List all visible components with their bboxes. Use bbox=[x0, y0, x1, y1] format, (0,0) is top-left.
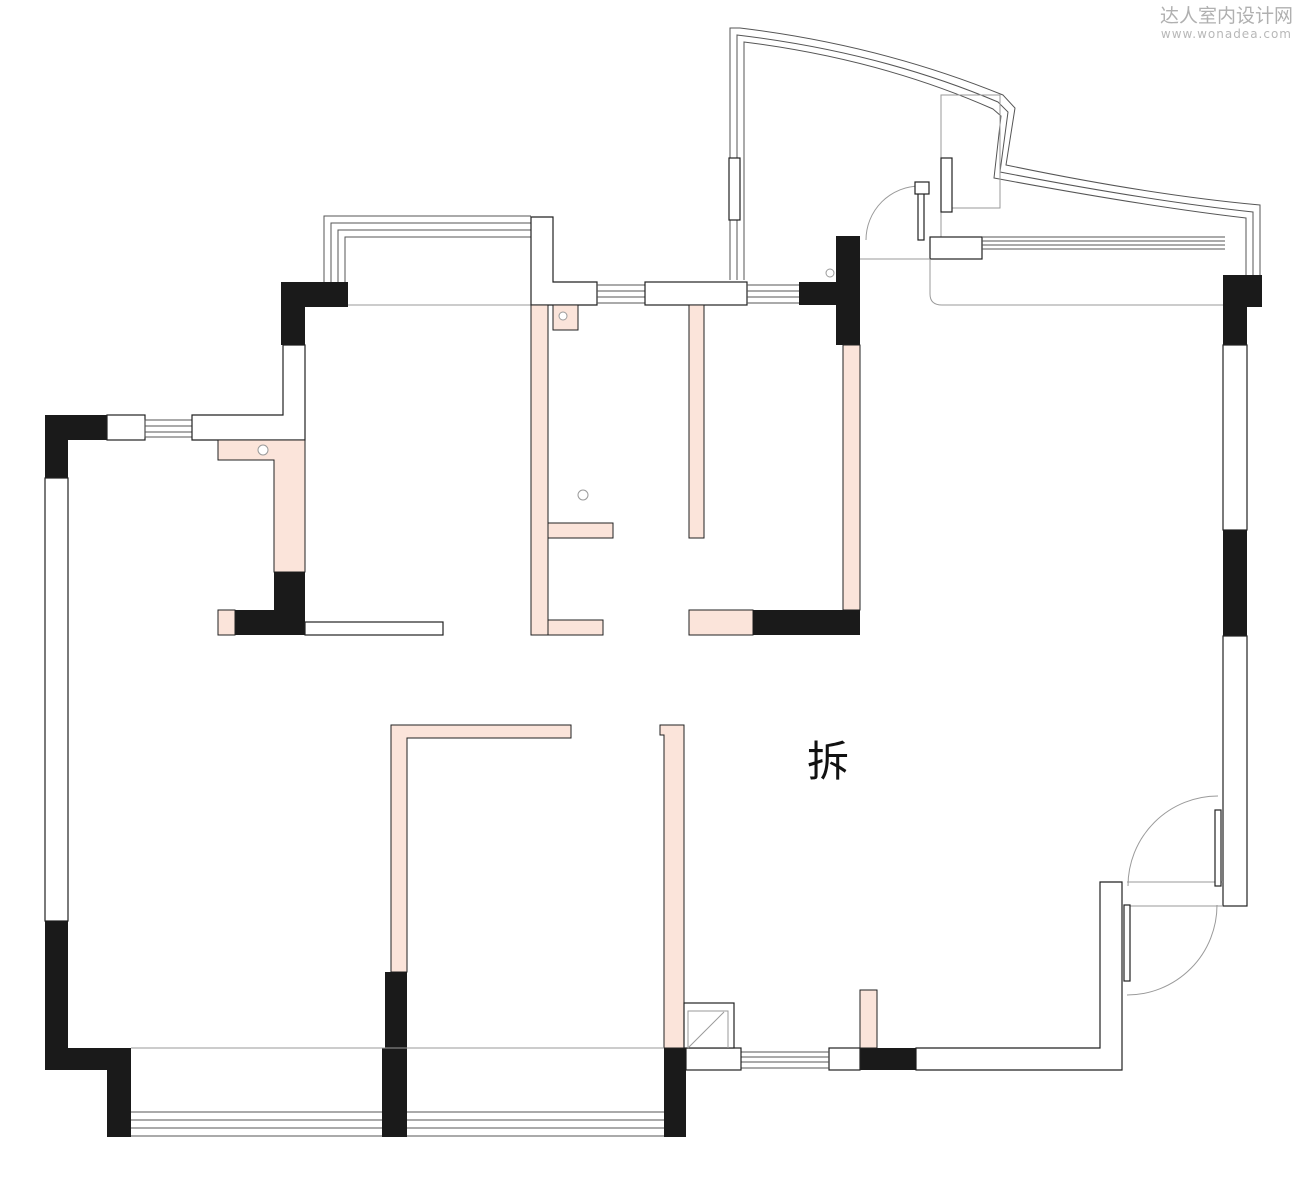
demolish-wall-lower-right bbox=[659, 724, 685, 1049]
partition-right-bottom-corner bbox=[915, 881, 1123, 1071]
demolish-wall-middle-divider bbox=[688, 304, 705, 539]
watermark-name: 达人室内设计网 bbox=[1160, 5, 1293, 27]
bearing-wall-stub bbox=[235, 610, 305, 635]
door-swing-arc bbox=[1127, 795, 1219, 887]
pipe-marker bbox=[825, 268, 835, 278]
balcony-top-right-railing bbox=[729, 27, 1261, 280]
bearing-wall-left-lower bbox=[45, 921, 68, 1070]
demolish-wall-middle-arm bbox=[547, 522, 614, 539]
balcony-window-right bbox=[940, 157, 953, 213]
window-right-upper bbox=[1222, 344, 1248, 531]
bearing-wall-bottom-right bbox=[860, 1048, 916, 1070]
window-bottom-left bbox=[131, 1111, 382, 1137]
bearing-wall-right-top bbox=[1223, 275, 1262, 345]
bearing-wall-middle-right-corner bbox=[799, 236, 860, 345]
door-swing-arc bbox=[865, 185, 921, 241]
demolish-label: 拆 bbox=[807, 737, 849, 786]
shaft-box bbox=[683, 1002, 735, 1049]
shaft-inner bbox=[687, 1010, 729, 1049]
railing-line bbox=[736, 34, 1254, 280]
window-left-tall bbox=[44, 477, 69, 922]
partition-left-room-corner bbox=[191, 344, 306, 441]
double-door-right bbox=[1123, 795, 1222, 996]
partition-middle-header bbox=[644, 281, 748, 306]
demolish-wall-lower-room bbox=[390, 724, 572, 973]
window-frame bbox=[144, 419, 193, 438]
partition-left-top bbox=[106, 414, 146, 441]
demolish-wall-middle-bottom bbox=[547, 619, 604, 636]
bearing-wall-upper-room-corner bbox=[281, 282, 348, 345]
demolish-wall-middle-bottom-right bbox=[688, 609, 754, 636]
demolish-wall-middle-vertical bbox=[530, 304, 549, 636]
door-handle bbox=[914, 181, 930, 195]
floor-drain bbox=[577, 489, 589, 501]
demolish-wall-stub bbox=[217, 609, 236, 636]
demolish-wall-middle-right bbox=[842, 344, 861, 611]
balcony-window-left bbox=[728, 157, 741, 221]
door-swing-arc bbox=[1126, 904, 1218, 996]
watermark-url: www.wonadea.com bbox=[1161, 27, 1292, 41]
window-right-lower bbox=[1222, 635, 1248, 907]
pipe-marker bbox=[257, 444, 269, 456]
partition-bottom-middle bbox=[685, 1047, 742, 1071]
bearing-wall-bottom-left-pier bbox=[107, 1048, 131, 1137]
railing-line bbox=[344, 236, 531, 282]
balcony-upper-left-railing bbox=[323, 215, 531, 282]
partition-balcony-stub bbox=[929, 236, 983, 260]
window-bottom-right bbox=[741, 1051, 829, 1069]
window-left-room-top bbox=[144, 419, 193, 438]
railing-line bbox=[743, 41, 1247, 280]
balcony-floor-edge bbox=[929, 259, 1223, 306]
bearing-wall-bottom-pier-right bbox=[664, 1048, 686, 1137]
balcony-inner-outline bbox=[940, 94, 1001, 209]
window-middle-right bbox=[747, 284, 799, 304]
railing-line bbox=[323, 215, 531, 282]
railing-line bbox=[729, 27, 1261, 280]
bearing-wall-right-pier bbox=[1223, 530, 1247, 636]
bearing-wall-left-corner bbox=[45, 415, 68, 478]
demolish-wall-stub-bottom bbox=[859, 989, 878, 1049]
partition-bottom-stub bbox=[828, 1047, 861, 1071]
partition-middle-top bbox=[530, 216, 598, 306]
window-middle-left bbox=[597, 284, 645, 304]
door-balcony-top bbox=[865, 181, 930, 241]
shaft-outline bbox=[683, 1002, 735, 1049]
railing-line bbox=[330, 222, 531, 282]
bearing-wall-middle-bottom bbox=[753, 610, 860, 635]
window-bottom-center bbox=[407, 1111, 664, 1137]
partition-upper-room-bottom bbox=[304, 621, 444, 636]
railing-line bbox=[337, 229, 531, 282]
demolish-wall-left-room bbox=[217, 439, 306, 573]
door-leaf bbox=[1123, 904, 1131, 982]
bearing-wall-lower-pier bbox=[385, 972, 407, 1048]
pipe-marker bbox=[558, 311, 568, 321]
balcony-edge-railing bbox=[982, 236, 1225, 250]
door-leaf bbox=[1214, 809, 1222, 887]
bearing-wall-bottom-pier-middle bbox=[382, 1048, 407, 1137]
